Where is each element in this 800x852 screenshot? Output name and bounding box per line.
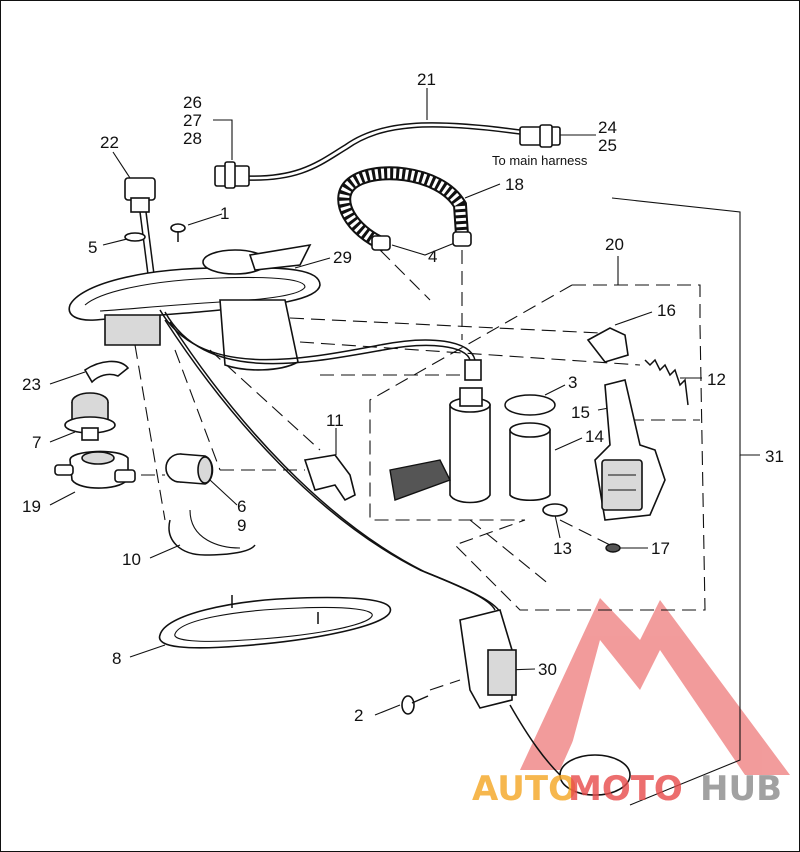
callout-5: 5: [88, 238, 97, 257]
washer-13: [542, 503, 568, 517]
callout-22: 22: [100, 133, 119, 152]
pump-wires: [159, 309, 476, 365]
callout-31: 31: [765, 447, 784, 466]
fuel-pump-14: [389, 359, 491, 504]
assembly-outline-20: [369, 284, 706, 611]
gasket-8: [158, 595, 392, 649]
sleeve-14: [509, 422, 551, 502]
callout-20: 20: [605, 235, 624, 254]
callout-7: 7: [32, 433, 41, 452]
callout-23: 23: [22, 375, 41, 394]
float-16: [586, 327, 629, 363]
bracket-11: [303, 454, 356, 502]
callout-12: 12: [707, 370, 726, 389]
callout-10: 10: [122, 550, 141, 569]
clamp-3: [504, 394, 556, 416]
watermark-part-moto: MOTO: [568, 769, 683, 809]
callout-29: 29: [333, 248, 352, 267]
callout-11: 11: [326, 411, 344, 430]
filter-6: [165, 453, 214, 485]
watermark-logo: [520, 598, 790, 775]
hose-18: [337, 166, 472, 252]
pressure-regulator-7: [64, 392, 116, 441]
screw-2: [401, 695, 429, 715]
callout-27: 27: [183, 111, 202, 130]
callout-26: 26: [183, 93, 202, 112]
callout-4: 4: [428, 247, 437, 266]
reservoir-15: [594, 379, 666, 521]
callout-14: 14: [585, 427, 604, 446]
nut-17: [605, 543, 621, 553]
leader-lines: [49, 88, 760, 806]
note-main-harness: To main harness: [492, 153, 588, 168]
callout-9: 9: [237, 516, 246, 535]
callout-17: 17: [651, 539, 670, 558]
spring-12: [644, 358, 689, 406]
sender-unit-30: [164, 319, 631, 796]
pump-flange-29: [68, 232, 321, 371]
callout-16: 16: [657, 301, 676, 320]
connector-22: [124, 177, 157, 291]
callout-24: 24: [598, 118, 617, 137]
callout-19: 19: [22, 497, 41, 516]
callout-3: 3: [568, 373, 577, 392]
callout-18: 18: [505, 175, 524, 194]
callout-25: 25: [598, 136, 617, 155]
callout-1: 1: [220, 204, 229, 223]
watermark-part-hub: HUB: [700, 769, 782, 809]
callout-28: 28: [183, 129, 202, 148]
watermark-text: AUTO MOTO HUB: [472, 769, 782, 809]
clip-23: [83, 360, 130, 384]
wire-10: [168, 509, 256, 556]
callout-2: 2: [354, 706, 363, 725]
callout-8: 8: [112, 649, 121, 668]
callout-13: 13: [553, 539, 572, 558]
regulator-housing-19: [54, 450, 136, 489]
watermark-part-auto: AUTO: [472, 769, 577, 809]
screw-1: [170, 223, 186, 242]
callout-30: 30: [538, 660, 557, 679]
callout-labels: 21 26 27 28 24 25 To main harness 22 18 …: [22, 70, 784, 725]
callout-21: 21: [417, 70, 436, 89]
dashed-axes: [120, 249, 700, 691]
callout-15: 15: [571, 403, 590, 422]
wiring-harness-21: [214, 122, 561, 189]
callout-6: 6: [237, 497, 246, 516]
